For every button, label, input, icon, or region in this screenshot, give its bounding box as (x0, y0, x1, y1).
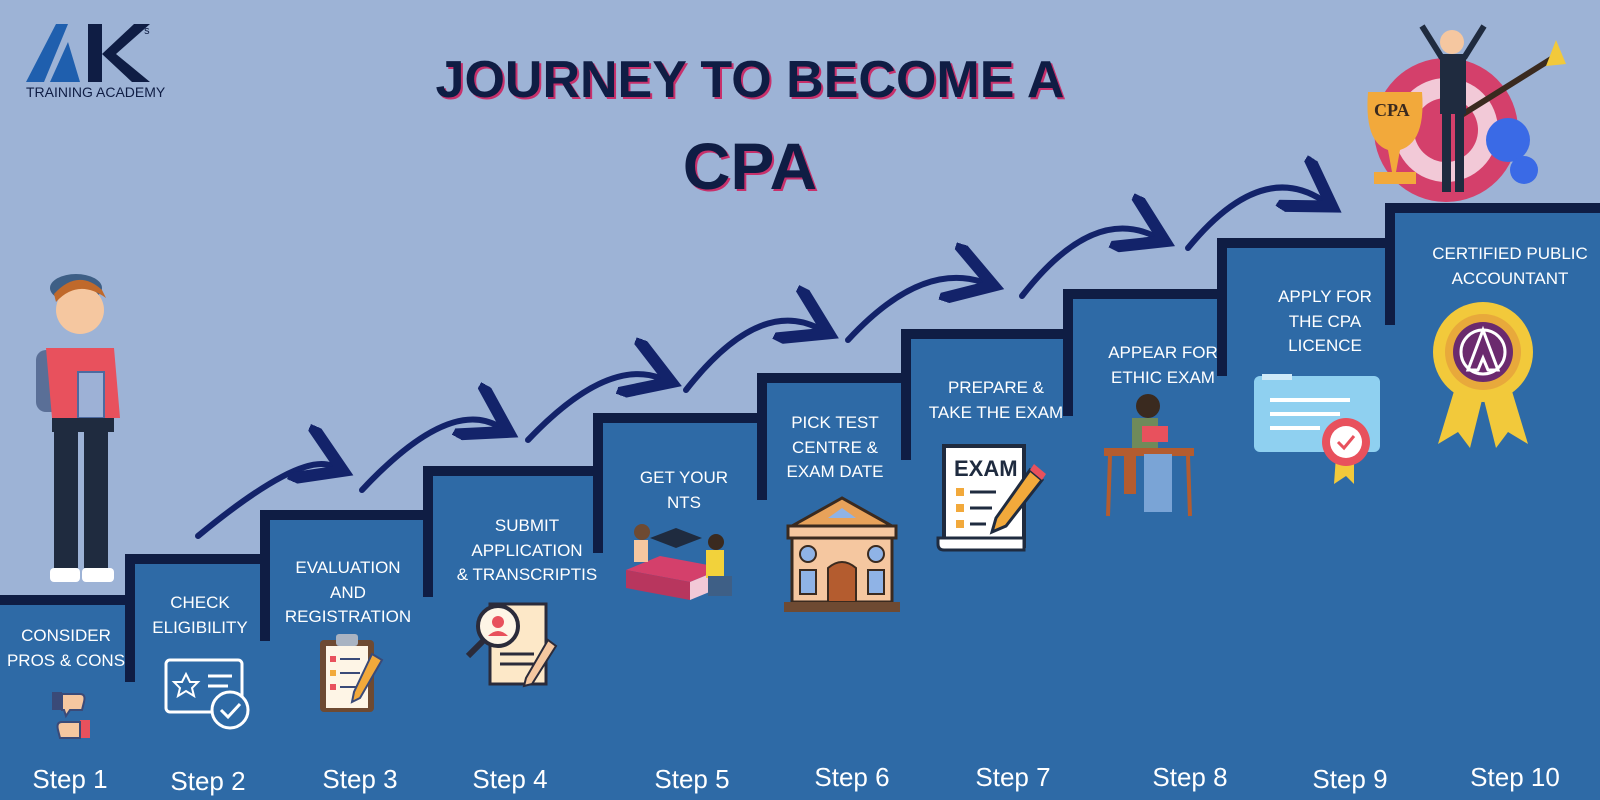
document-search-icon (465, 602, 558, 688)
step-6-text: PICK TEST CENTRE & EXAM DATE (765, 411, 905, 485)
step-9-line-2: THE CPA (1288, 311, 1362, 331)
step-8-label: Step 8 (1152, 762, 1228, 792)
building-icon (784, 496, 900, 612)
logo-superscript: 's (142, 25, 150, 37)
step-2-label: Step 2 (170, 766, 246, 796)
step-4-line-1: SUBMIT (494, 516, 560, 535)
step-3-text: EVALUATION AND REGISTRATION (268, 556, 428, 630)
step-6-line-1: PICK TEST (791, 413, 879, 432)
step-7-line-2: TAKE THE EXAM (928, 402, 1064, 422)
step-9-line-1: APPLY FOR (1278, 287, 1372, 306)
progress-arrow (359, 419, 498, 493)
certificate-check-icon (164, 658, 250, 730)
step-3-line-2: AND (330, 582, 366, 602)
svg-text:EXAM: EXAM (954, 456, 1018, 481)
step-5-text: GET YOUR NTS (604, 466, 764, 515)
progress-arrow (195, 464, 332, 539)
step-6-line-3: EXAM DATE (786, 462, 884, 481)
step-4-label: Step 4 (472, 764, 548, 794)
step-9-label: Step 9 (1312, 764, 1388, 794)
progress-arrow (1019, 229, 1154, 299)
progress-arrow (683, 321, 818, 393)
step-7-line-1: PREPARE & (947, 378, 1045, 397)
student-figure-icon (36, 274, 120, 582)
clipboard-checklist-icon (320, 634, 384, 712)
step-5-label: Step 5 (654, 764, 730, 794)
step-1-line-1: CONSIDER (21, 626, 111, 645)
step-10-line-2: ACCOUNTANT (1451, 268, 1569, 288)
step-1-label: Step 1 (32, 764, 108, 794)
step-2-line-2: ELIGIBILITY (152, 617, 248, 637)
ak-logo-icon: 's (26, 24, 150, 82)
staircase-outline (0, 203, 1600, 605)
step-6-line-2: CENTRE & (792, 437, 878, 457)
step-7-label: Step 7 (975, 762, 1051, 792)
staircase-fill (0, 208, 1600, 800)
step-1-text: CONSIDER PROS & CONS (0, 624, 132, 673)
step-5-line-2: NTS (667, 492, 701, 512)
progress-arrow (525, 374, 660, 443)
step-2-line-1: CHECK (170, 593, 230, 612)
licence-certificate-icon (1254, 374, 1380, 484)
step-4-text: SUBMIT APPLICATION & TRANSCRIPTIS (429, 514, 625, 588)
step-9-text: APPLY FOR THE CPA LICENCE (1245, 285, 1405, 359)
step-8-line-2: ETHIC EXAM (1111, 367, 1215, 387)
step-7-text: PREPARE & TAKE THE EXAM (916, 376, 1076, 425)
step-4-line-3: & TRANSCRIPTIS (456, 565, 598, 584)
step-2-text: CHECK ELIGIBILITY (133, 591, 267, 640)
students-studying-icon (626, 524, 732, 600)
step-8-text: APPEAR FOR ETHIC EXAM (1082, 341, 1244, 390)
step-8-line-1: APPEAR FOR (1108, 343, 1218, 362)
step-10-text: CERTIFIED PUBLIC ACCOUNTANT (1420, 242, 1600, 291)
award-ribbon-icon (1433, 302, 1533, 448)
step-10-line-1: CERTIFIED PUBLIC (1432, 244, 1588, 263)
step-1-line-2: PROS & CONS (6, 650, 126, 670)
step-3-line-1: EVALUATION (295, 558, 401, 577)
step-6-label: Step 6 (814, 762, 890, 792)
thumbs-up-down-icon (52, 692, 90, 739)
page-title: JOURNEY TO BECOME A (435, 51, 1065, 109)
cpa-trophy-celebration-icon: CPA (1367, 24, 1566, 202)
step-3-line-3: REGISTRATION (284, 607, 412, 626)
step-10-label: Step 10 (1470, 762, 1560, 792)
academy-logo: 's TRAINING ACADEMY (26, 22, 176, 102)
logo-subtitle: TRAINING ACADEMY (26, 84, 166, 100)
page-subtitle: CPA (682, 129, 818, 203)
step-3-label: Step 3 (322, 764, 398, 794)
exam-paper-icon: EXAM (936, 444, 1046, 552)
trophy-label: CPA (1374, 100, 1410, 120)
step-9-line-3: LICENCE (1288, 336, 1362, 355)
person-reading-icon (1104, 394, 1194, 517)
step-4-line-2: APPLICATION (471, 540, 583, 560)
step-5-line-1: GET YOUR (639, 468, 729, 487)
progress-arrow (1185, 188, 1322, 251)
progress-arrow (845, 278, 982, 343)
